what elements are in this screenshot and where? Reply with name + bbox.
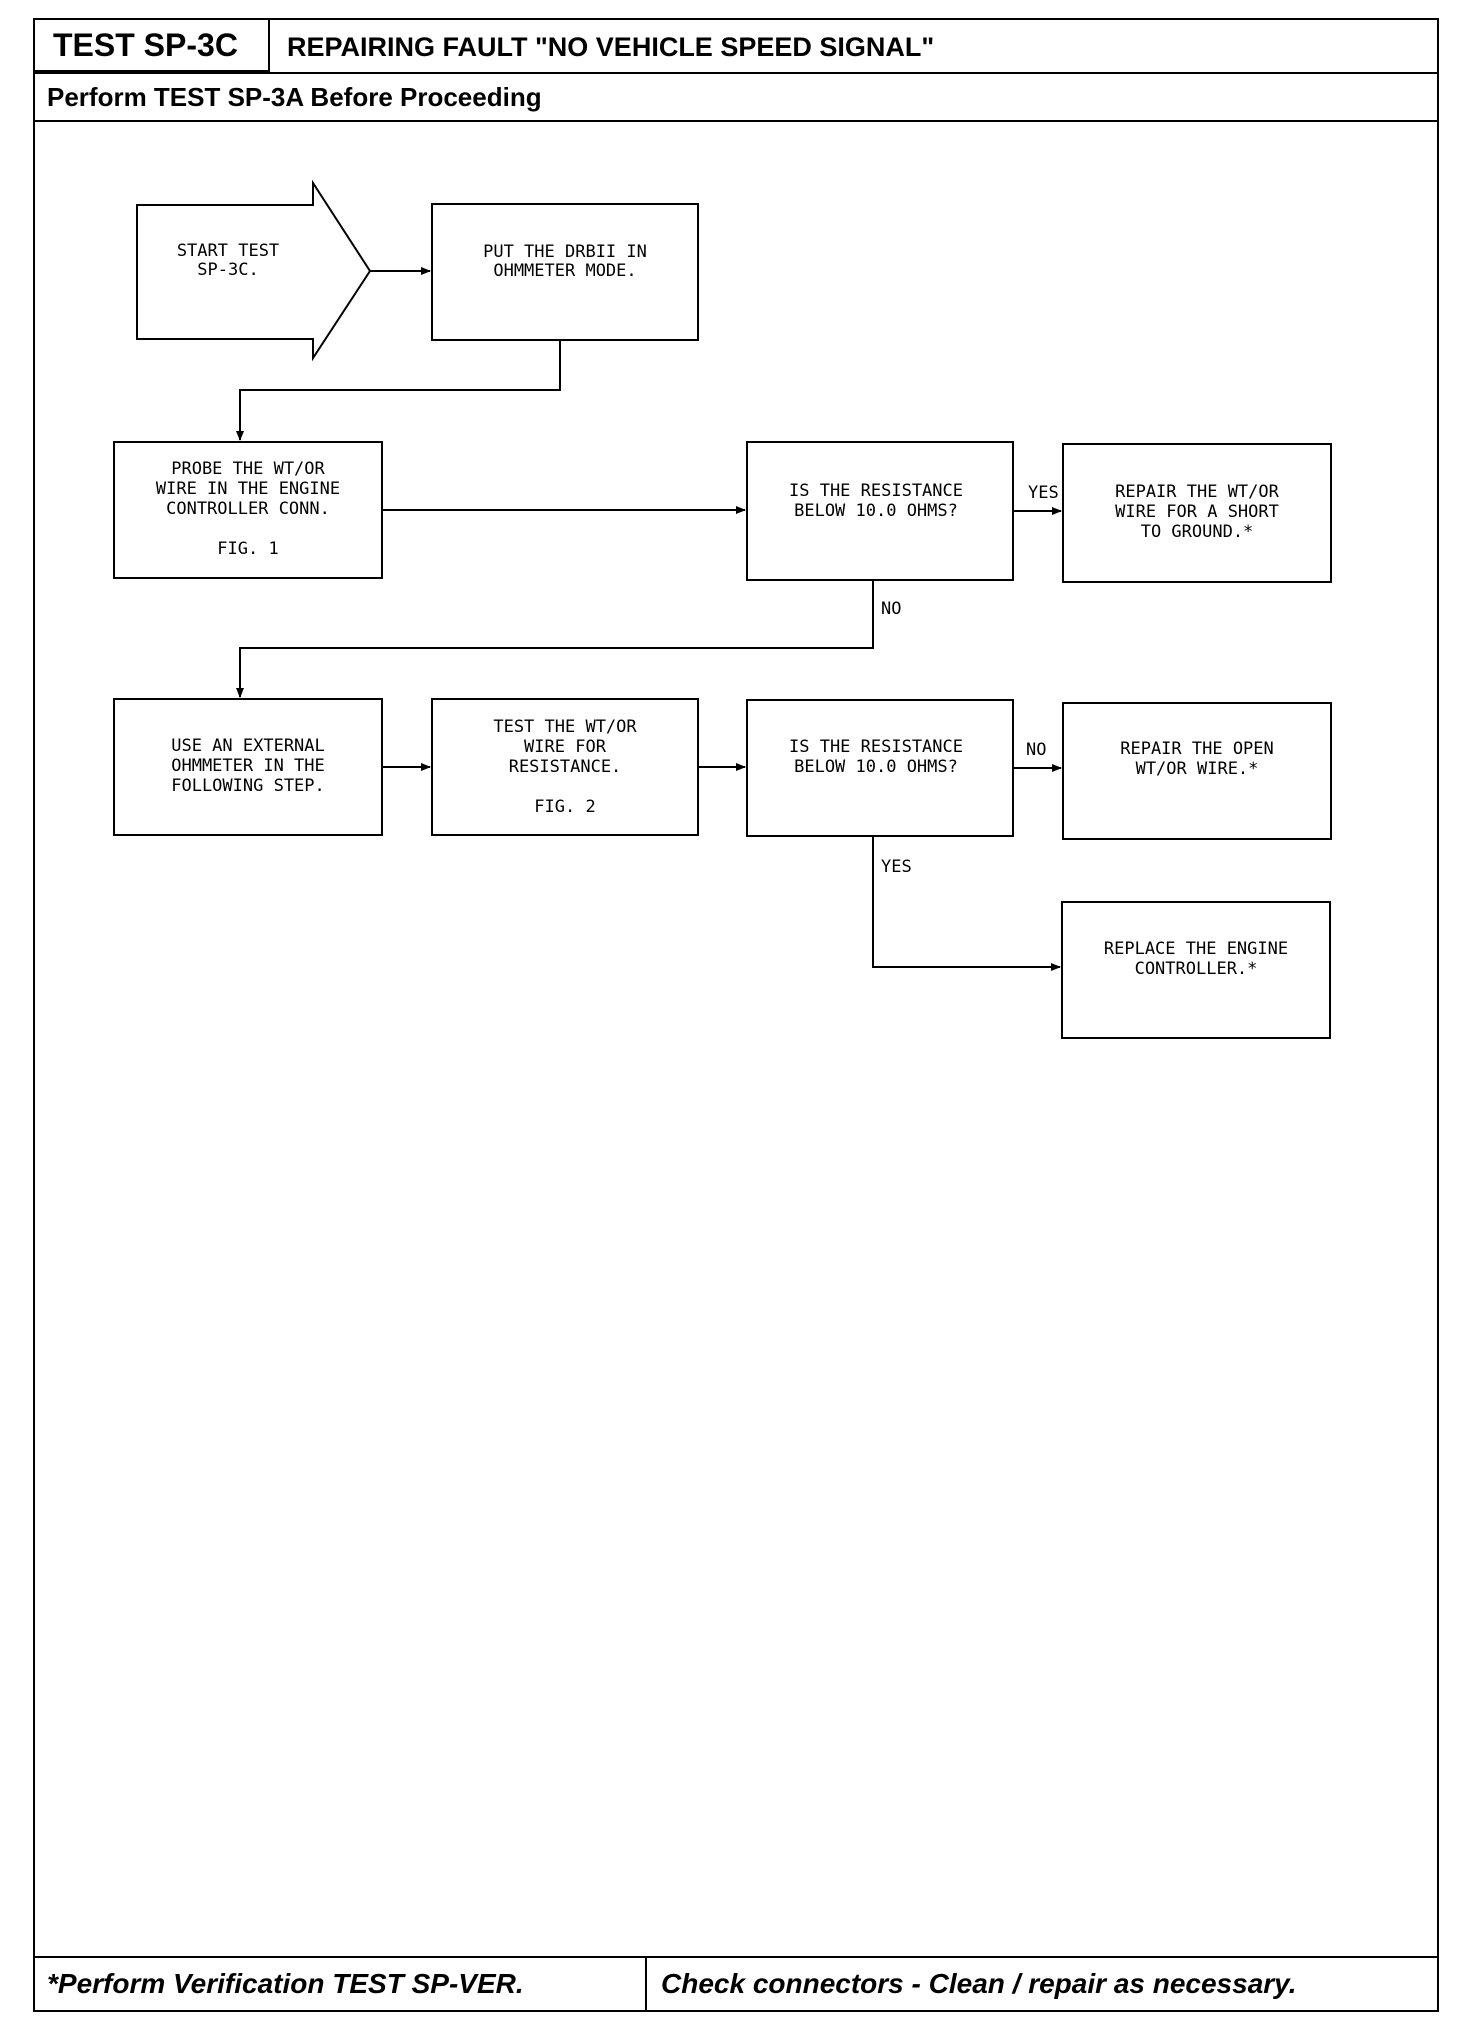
label-yes-2: YES	[881, 857, 912, 877]
probe-line-2: WIRE IN THE ENGINE	[156, 479, 340, 499]
test-wire-box: TEST THE WT/OR WIRE FOR RESISTANCE. FIG.…	[431, 698, 699, 836]
replace-line-1: REPLACE THE ENGINE	[1104, 939, 1288, 959]
arrow-decision-1-no	[236, 580, 874, 698]
page-title: REPAIRING FAULT "NO VEHICLE SPEED SIGNAL…	[287, 32, 935, 62]
put-drbii-line-1: PUT THE DRBII IN	[483, 242, 647, 262]
test-wire-fig-label: FIG. 2	[534, 797, 595, 817]
test-wire-line-1: TEST THE WT/OR	[493, 717, 637, 737]
repair-short-line-3: TO GROUND.*	[1141, 522, 1254, 542]
header-divider	[35, 72, 1437, 74]
start-line-1: START TEST	[177, 241, 279, 261]
subheader-divider	[35, 120, 1437, 122]
verification-note: *Perform Verification TEST SP-VER.	[47, 1968, 524, 1999]
probe-line-1: PROBE THE WT/OR	[171, 459, 325, 479]
label-yes-1: YES	[1028, 483, 1059, 503]
repair-short-line-1: REPAIR THE WT/OR	[1115, 482, 1280, 502]
prerequisite-note: Perform TEST SP-3A Before Proceeding	[47, 82, 542, 112]
put-drbii-box: PUT THE DRBII IN OHMMETER MODE.	[431, 203, 699, 341]
footer: *Perform Verification TEST SP-VER. Check…	[35, 1956, 1437, 2010]
connector-note: Check connectors - Clean / repair as nec…	[661, 1968, 1297, 1999]
use-external-line-1: USE AN EXTERNAL	[171, 736, 325, 756]
replace-controller-box: REPLACE THE ENGINE CONTROLLER.*	[1061, 901, 1331, 1039]
decision-2-line-2: BELOW 10.0 OHMS?	[794, 757, 958, 777]
probe-wire-box: PROBE THE WT/OR WIRE IN THE ENGINE CONTR…	[113, 441, 383, 579]
put-drbii-line-2: OHMMETER MODE.	[493, 261, 636, 281]
repair-short-box: REPAIR THE WT/OR WIRE FOR A SHORT TO GRO…	[1062, 443, 1332, 583]
test-id: TEST SP-3C	[35, 20, 270, 72]
test-wire-line-3: RESISTANCE.	[509, 757, 622, 777]
start-node: START TEST SP-3C.	[136, 179, 372, 362]
decision-1-line-2: BELOW 10.0 OHMS?	[794, 501, 958, 521]
decision-2-line-1: IS THE RESISTANCE	[789, 737, 963, 757]
repair-open-box: REPAIR THE OPEN WT/OR WIRE.*	[1062, 702, 1332, 840]
use-external-line-3: FOLLOWING STEP.	[171, 776, 325, 796]
use-external-box: USE AN EXTERNAL OHMMETER IN THE FOLLOWIN…	[113, 698, 383, 836]
use-external-line-2: OHMMETER IN THE	[171, 756, 325, 776]
decision-resistance-1: IS THE RESISTANCE BELOW 10.0 OHMS?	[746, 441, 1014, 581]
arrow-drbii-to-probe	[236, 340, 561, 441]
probe-line-3: CONTROLLER CONN.	[166, 499, 330, 519]
label-no-2: NO	[1026, 740, 1046, 760]
arrow-decision-2-yes	[872, 836, 1061, 971]
start-line-2: SP-3C.	[197, 260, 258, 280]
label-no-1: NO	[881, 599, 901, 619]
repair-short-line-2: WIRE FOR A SHORT	[1115, 502, 1279, 522]
repair-open-line-1: REPAIR THE OPEN	[1120, 739, 1274, 759]
decision-1-line-1: IS THE RESISTANCE	[789, 481, 963, 501]
replace-line-2: CONTROLLER.*	[1135, 959, 1258, 979]
footer-divider	[645, 1958, 647, 2010]
page-frame: TEST SP-3C REPAIRING FAULT "NO VEHICLE S…	[33, 18, 1439, 2012]
test-wire-line-2: WIRE FOR	[524, 737, 607, 757]
probe-fig-label: FIG. 1	[217, 539, 278, 559]
repair-open-line-2: WT/OR WIRE.*	[1136, 759, 1259, 779]
decision-resistance-2: IS THE RESISTANCE BELOW 10.0 OHMS?	[746, 699, 1014, 837]
